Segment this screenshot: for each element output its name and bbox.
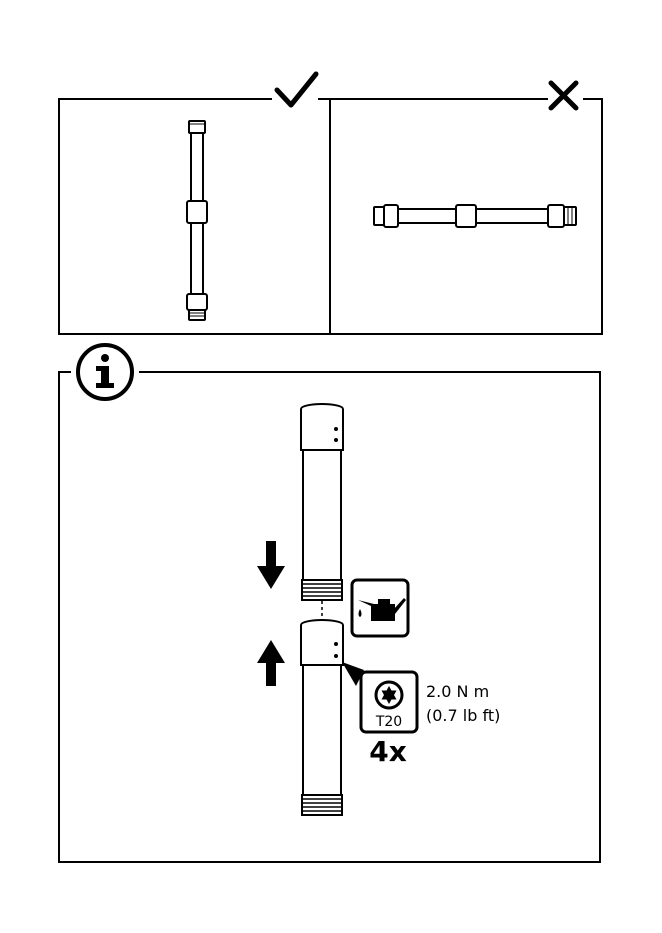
arrow-down-icon	[257, 541, 285, 589]
info-icon	[78, 345, 132, 399]
torque-imperial: (0.7 lb ft)	[426, 706, 500, 725]
cross-icon	[551, 83, 576, 108]
pole-horizontal	[374, 205, 576, 227]
torx-bit-label: T20	[375, 714, 402, 730]
upper-tube	[301, 404, 343, 600]
oil-can-icon	[352, 580, 408, 636]
arrow-up-icon	[257, 640, 285, 686]
pole-vertical	[187, 121, 207, 320]
quantity-label: 4x	[369, 735, 407, 768]
lower-tube	[301, 620, 343, 815]
torx-icon	[376, 682, 402, 708]
checkmark-icon	[277, 74, 316, 105]
torque-metric: 2.0 N m	[426, 682, 489, 701]
